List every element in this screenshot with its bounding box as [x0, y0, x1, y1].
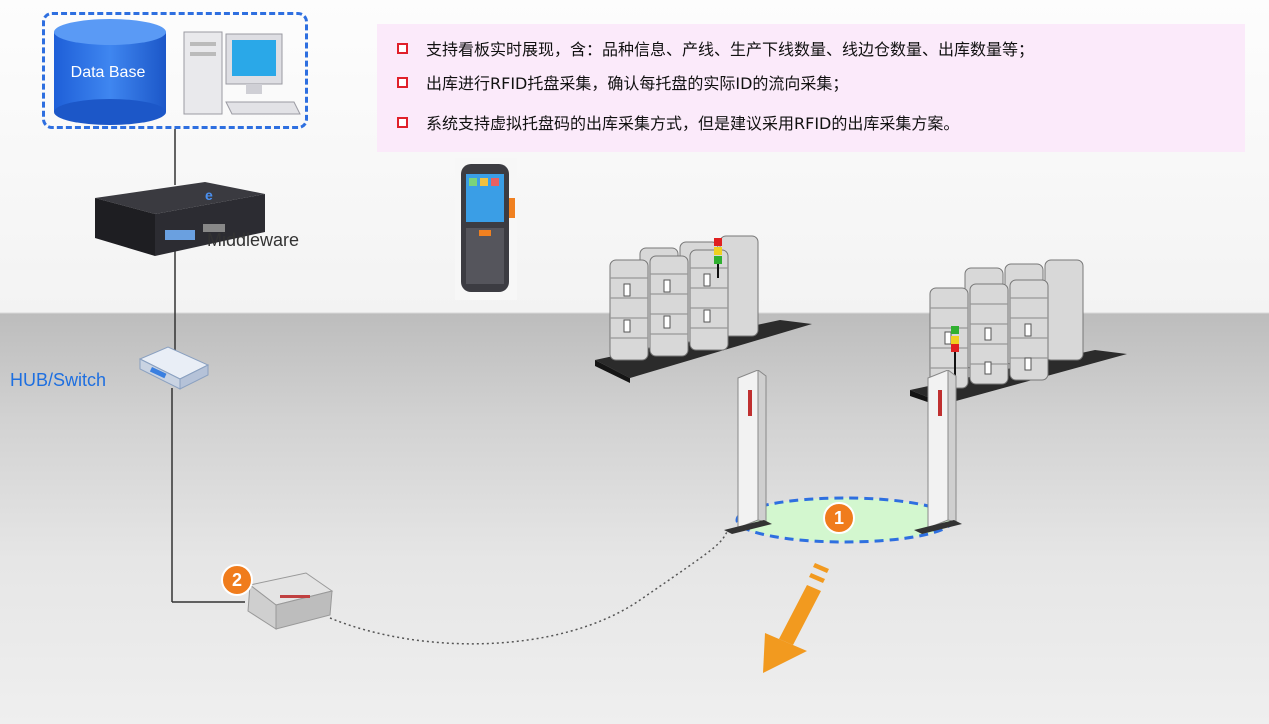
hub-switch-label: HUB/Switch — [10, 370, 107, 390]
hub-switch-icon — [138, 346, 210, 390]
info-bullet-text: 支持看板实时展现，含：品种信息、产线、生产下线数量、线边仓数量、出库数量等； — [426, 40, 1035, 59]
step-badge-gate: 1 — [823, 502, 855, 534]
rfid-reader-icon — [247, 572, 334, 630]
info-bullet-item: 系统支持虚拟托盘码的出库采集方式，但是建议采用RFID的出库采集方案。 — [397, 110, 959, 134]
database-icon — [54, 19, 166, 125]
pallet-stack-icon — [595, 235, 812, 383]
info-bullet-item: 支持看板实时展现，含：品种信息、产线、生产下线数量、线边仓数量、出库数量等； — [397, 36, 1034, 60]
square-bullet-icon — [397, 116, 408, 128]
info-bullet-text: 出库进行RFID托盘采集，确认每托盘的实际ID的流向采集； — [426, 74, 849, 93]
rfid-gate-antenna-icon — [724, 370, 772, 534]
database-group — [42, 12, 308, 129]
handheld-rfid-terminal-icon — [455, 158, 517, 300]
computer-icon — [183, 31, 301, 115]
info-bullet-text: 系统支持虚拟托盘码的出库采集方式，但是建议采用RFID的出库采集方案。 — [426, 114, 960, 133]
svg-text:1: 1 — [834, 508, 844, 528]
middleware-label: Middleware — [207, 230, 300, 250]
svg-text:e: e — [205, 187, 213, 203]
outbound-direction-arrow-icon — [763, 563, 829, 673]
middleware-server-icon: e — [95, 182, 265, 256]
rfid-gate-antenna-icon — [914, 370, 962, 534]
info-bullet-item: 出库进行RFID托盘采集，确认每托盘的实际ID的流向采集； — [397, 70, 848, 94]
info-panel: 支持看板实时展现，含：品种信息、产线、生产下线数量、线边仓数量、出库数量等； 出… — [377, 24, 1245, 152]
svg-text:2: 2 — [232, 570, 242, 590]
square-bullet-icon — [397, 76, 408, 88]
step-badge-reader: 2 — [221, 564, 253, 596]
square-bullet-icon — [397, 42, 408, 54]
pallet-stack-icon — [910, 259, 1127, 408]
database-label: Data Base — [70, 64, 146, 81]
